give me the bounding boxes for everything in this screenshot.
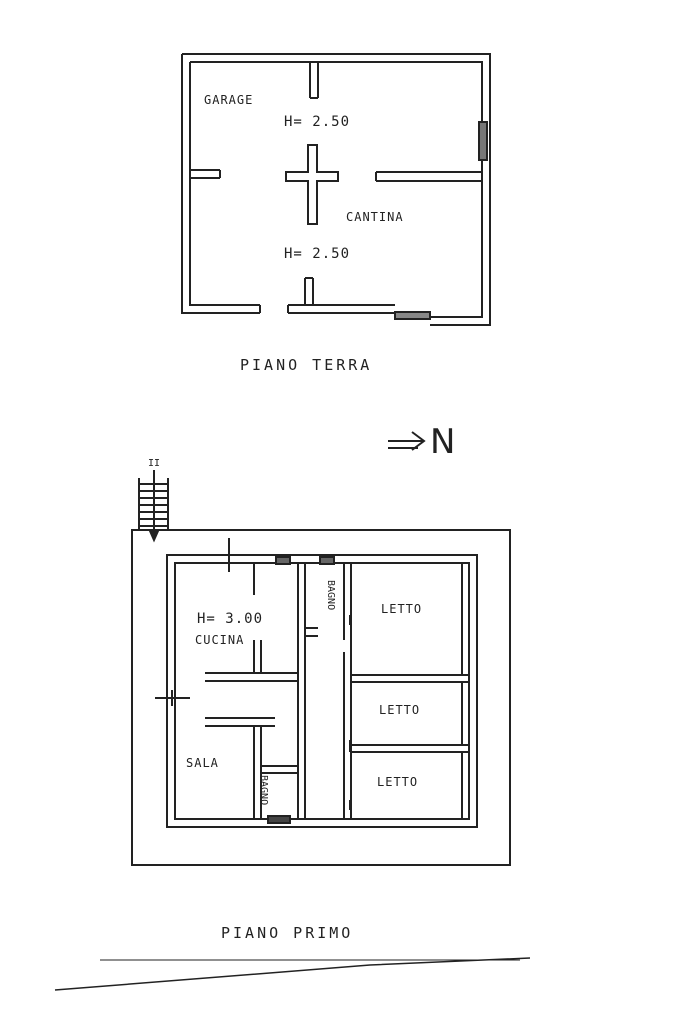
room-label-bagno-bottom: BAGNO [258,775,269,806]
north-arrow-icon [388,431,426,451]
ground-floor-title: PIANO TERRA [240,356,373,374]
first-floor-title: PIANO PRIMO [221,924,354,942]
room-label-bagno-top: BAGNO [325,580,336,611]
height-label-cantina: H= 2.50 [284,246,351,262]
room-label-sala: SALA [186,756,219,770]
room-label-cucina: CUCINA [195,633,245,647]
room-label-cantina: CANTINA [346,210,404,224]
staircase [138,470,169,543]
north-label: N [430,422,456,462]
ground-floor-walls [181,53,491,326]
room-label-letto-2: LETTO [379,703,421,717]
first-floor-walls [131,529,511,866]
height-label-cucina: H= 3.00 [197,611,264,627]
room-label-garage: GARAGE [204,93,254,107]
stair-mark: II [148,458,161,469]
bottom-line [54,957,531,991]
room-label-letto-3: LETTO [377,775,419,789]
height-label-garage: H= 2.50 [284,114,351,130]
room-label-letto-1: LETTO [381,602,423,616]
